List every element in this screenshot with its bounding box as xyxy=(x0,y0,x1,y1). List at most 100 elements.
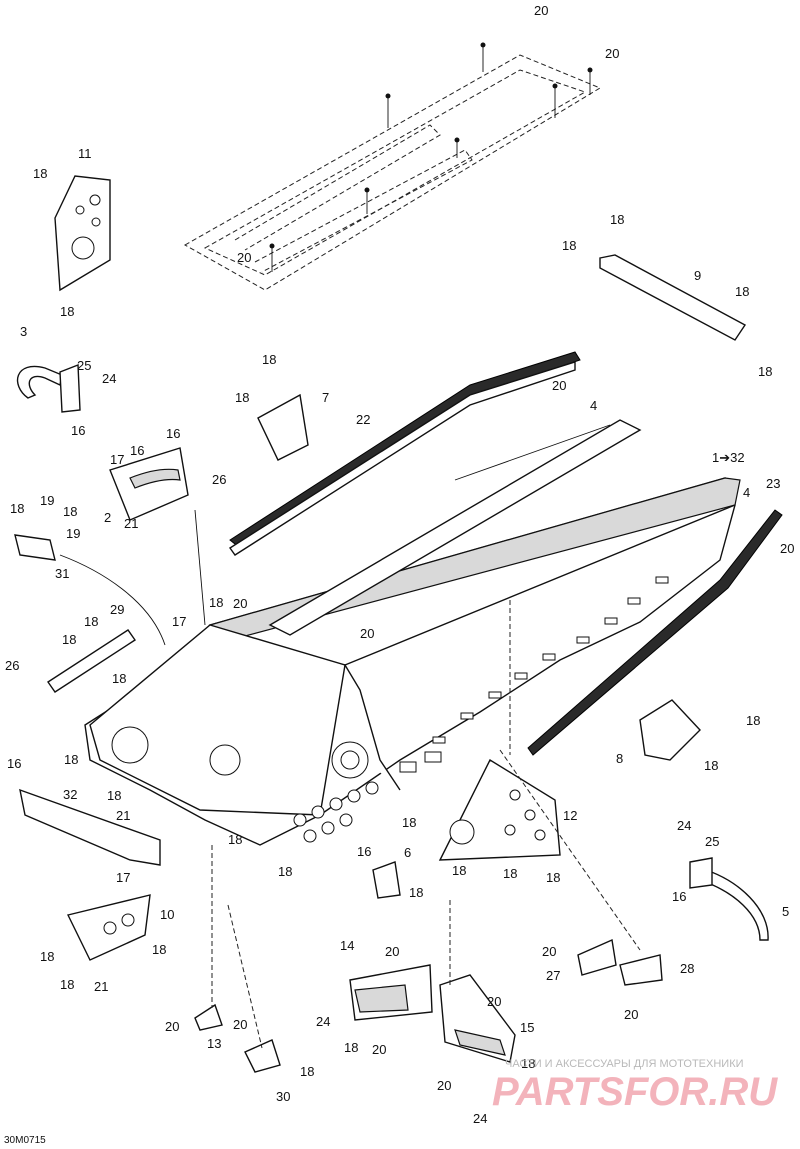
callout-5: 5 xyxy=(782,904,789,919)
callout-18: 18 xyxy=(84,614,98,629)
callout-16: 16 xyxy=(357,844,371,859)
bracket-part-9 xyxy=(599,254,747,341)
footrest-bracket-part-15 xyxy=(439,974,516,1063)
callout-15: 15 xyxy=(520,1020,534,1035)
callout-18: 18 xyxy=(402,815,416,830)
heat-exchanger-dashed-outline xyxy=(183,42,602,291)
callout-18: 18 xyxy=(300,1064,314,1079)
watermark-brand-logo: PARTSFOR.RU xyxy=(492,1070,778,1114)
bracket-part-32 xyxy=(19,788,161,866)
callout-1-to-32: 1➔32 xyxy=(712,450,745,465)
callout-9: 9 xyxy=(694,268,701,283)
callout-24: 24 xyxy=(102,371,116,386)
bracket-part-11 xyxy=(54,175,111,292)
callout-18: 18 xyxy=(40,949,54,964)
callout-20: 20 xyxy=(605,46,619,61)
callout-20: 20 xyxy=(360,626,374,641)
plate-part-31 xyxy=(14,534,56,561)
callout-21: 21 xyxy=(116,808,130,823)
callout-18: 18 xyxy=(33,166,47,181)
callout-14: 14 xyxy=(340,938,354,953)
callout-18: 18 xyxy=(409,885,423,900)
callout-17: 17 xyxy=(110,452,124,467)
bracket-part-10 xyxy=(66,894,151,961)
callout-4: 4 xyxy=(590,398,597,413)
callout-18: 18 xyxy=(562,238,576,253)
callout-7: 7 xyxy=(322,390,329,405)
figure-code: 30M0715 xyxy=(4,1135,46,1146)
callout-22: 22 xyxy=(356,412,370,427)
callout-18: 18 xyxy=(610,212,624,227)
callout-17: 17 xyxy=(116,870,130,885)
callout-26: 26 xyxy=(5,658,19,673)
callout-27: 27 xyxy=(546,968,560,983)
callout-18: 18 xyxy=(452,863,466,878)
callout-21: 21 xyxy=(94,979,108,994)
callout-20: 20 xyxy=(372,1042,386,1057)
callout-20: 20 xyxy=(165,1019,179,1034)
hose-part-3 xyxy=(17,363,81,413)
callout-18: 18 xyxy=(62,632,76,647)
callout-20: 20 xyxy=(487,994,501,1009)
rail-part-23 xyxy=(527,509,783,756)
callout-20: 20 xyxy=(237,250,251,265)
callout-20: 20 xyxy=(233,1017,247,1032)
callout-16: 16 xyxy=(672,889,686,904)
callout-18: 18 xyxy=(262,352,276,367)
callout-18: 18 xyxy=(503,866,517,881)
callout-24: 24 xyxy=(677,818,691,833)
callout-2: 2 xyxy=(104,510,111,525)
callout-10: 10 xyxy=(160,907,174,922)
callout-18: 18 xyxy=(228,832,242,847)
callout-20: 20 xyxy=(780,541,794,556)
callout-18: 18 xyxy=(60,304,74,319)
callout-24: 24 xyxy=(473,1111,487,1126)
bracket-part-13 xyxy=(194,1003,223,1031)
bracket-part-28 xyxy=(619,954,663,986)
callout-18: 18 xyxy=(746,713,760,728)
callout-18: 18 xyxy=(758,364,772,379)
callout-16: 16 xyxy=(7,756,21,771)
strip-part-4-upper xyxy=(268,419,642,636)
bracket-part-8 xyxy=(639,699,701,761)
callout-20: 20 xyxy=(552,378,566,393)
callout-8: 8 xyxy=(616,751,623,766)
callout-18: 18 xyxy=(704,758,718,773)
callout-25: 25 xyxy=(77,358,91,373)
support-part-2 xyxy=(109,447,189,521)
callout-13: 13 xyxy=(207,1036,221,1051)
callout-18: 18 xyxy=(112,671,126,686)
tunnel-frame-part-1 xyxy=(84,477,741,846)
callout-18: 18 xyxy=(63,504,77,519)
bracket-part-6 xyxy=(372,861,401,899)
bracket-part-30 xyxy=(244,1039,281,1073)
callout-16: 16 xyxy=(71,423,85,438)
callout-20: 20 xyxy=(624,1007,638,1022)
callout-31: 31 xyxy=(55,566,69,581)
footrest-bracket-part-14 xyxy=(349,964,433,1021)
callout-29: 29 xyxy=(110,602,124,617)
callout-19: 19 xyxy=(40,493,54,508)
footrest-holes xyxy=(293,751,442,843)
callout-32: 32 xyxy=(63,787,77,802)
callout-18: 18 xyxy=(152,942,166,957)
watermark-tagline: ЧАСТИ И АКСЕССУАРЫ ДЛЯ МОТОТЕХНИКИ xyxy=(505,1058,744,1070)
callout-21: 21 xyxy=(124,516,138,531)
callout-18: 18 xyxy=(735,284,749,299)
assembly-leader-lines xyxy=(59,509,641,1049)
callout-18: 18 xyxy=(235,390,249,405)
callout-16: 16 xyxy=(130,443,144,458)
callout-17: 17 xyxy=(172,614,186,629)
callout-18: 18 xyxy=(64,752,78,767)
callout-11: 11 xyxy=(78,146,92,161)
callout-6: 6 xyxy=(404,845,411,860)
callout-20: 20 xyxy=(542,944,556,959)
bracket-part-7 xyxy=(257,393,309,461)
callout-18: 18 xyxy=(209,595,223,610)
callout-23: 23 xyxy=(766,476,780,491)
callout-16: 16 xyxy=(166,426,180,441)
bracket-part-27 xyxy=(577,938,617,976)
tunnel-slots xyxy=(432,576,669,744)
callout-20: 20 xyxy=(534,3,548,18)
